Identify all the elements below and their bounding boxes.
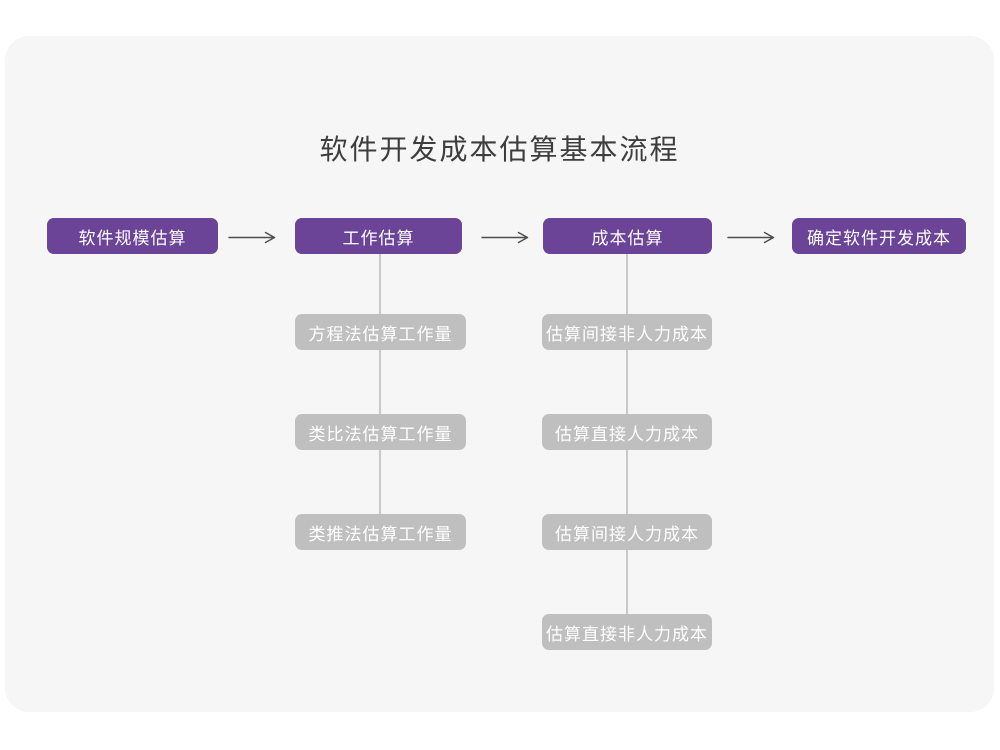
sub-step-analogy-method: 类比法估算工作量 — [295, 414, 466, 450]
flow-step-determine-dev-cost: 确定软件开发成本 — [792, 218, 966, 254]
sub-step-direct-non-labor-cost: 估算直接非人力成本 — [542, 614, 712, 650]
sub-step-extrapolation-method: 类推法估算工作量 — [295, 514, 466, 550]
arrow-right-icon — [727, 231, 777, 244]
sub-step-direct-labor-cost: 估算直接人力成本 — [542, 414, 712, 450]
sub-step-indirect-labor-cost: 估算间接人力成本 — [542, 514, 712, 550]
flow-step-cost-estimation: 成本估算 — [543, 218, 712, 254]
flow-step-work-estimation: 工作估算 — [295, 218, 462, 254]
arrow-right-icon — [481, 231, 531, 244]
diagram-title: 软件开发成本估算基本流程 — [319, 134, 680, 165]
sub-step-equation-method: 方程法估算工作量 — [295, 314, 466, 350]
flow-step-software-scale-estimation: 软件规模估算 — [47, 218, 218, 254]
connector-line-work-estimation — [379, 254, 381, 515]
sub-step-indirect-non-labor-cost: 估算间接非人力成本 — [542, 314, 712, 350]
diagram-card: 软件开发成本估算基本流程 软件规模估算 工作估算 成本估算 确定软件开发成本 方… — [5, 36, 994, 712]
arrow-right-icon — [228, 231, 278, 244]
